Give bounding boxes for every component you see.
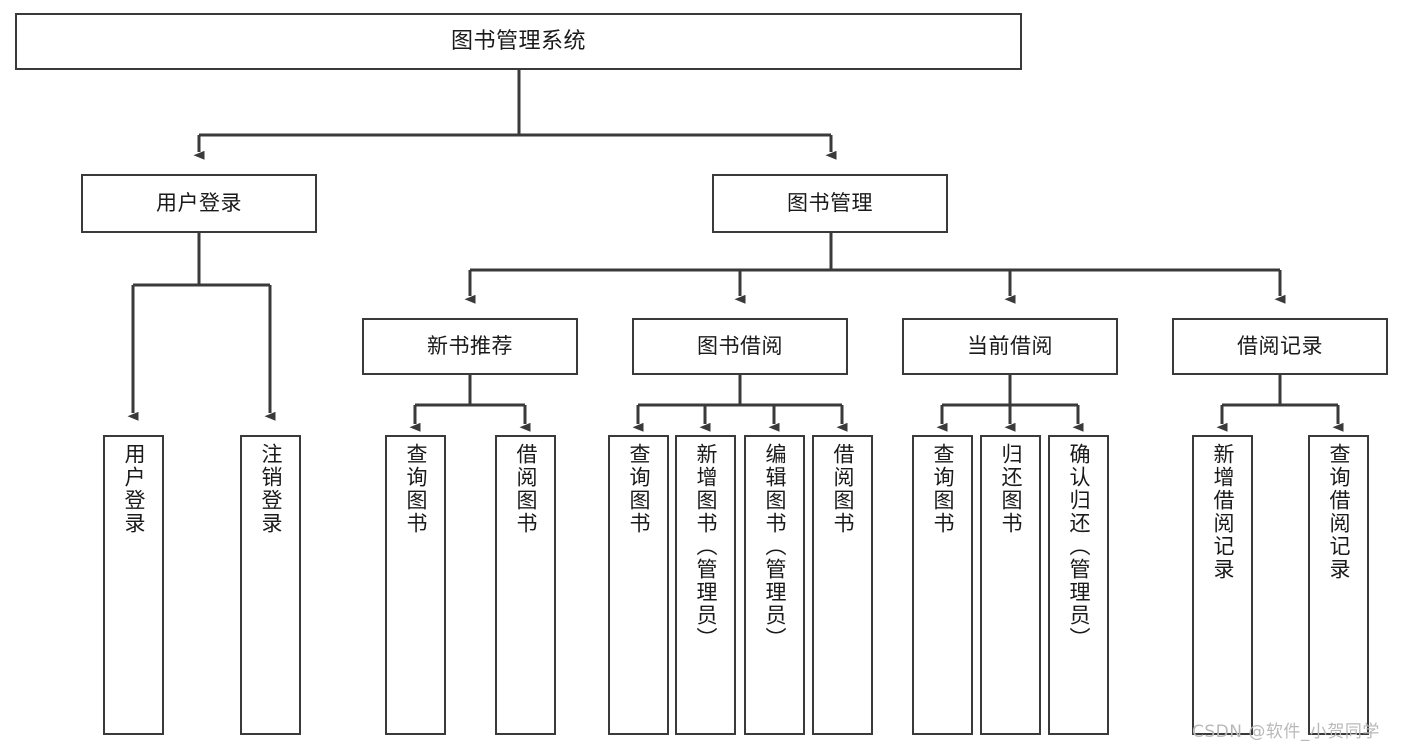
node-current-borrow-label: 当前借阅 [967,334,1053,359]
leaf-borrow-book-2[interactable]: 借阅图书 [812,435,873,735]
node-book-manage-label: 图书管理 [787,191,873,216]
leaf-add-book-admin-label: 新增图书（管理员） [694,443,718,650]
node-book-manage[interactable]: 图书管理 [712,174,948,233]
leaf-add-borrow-record[interactable]: 新增借阅记录 [1192,435,1253,735]
leaf-return-book[interactable]: 归还图书 [980,435,1041,735]
leaf-edit-book-admin-label: 编辑图书（管理员） [763,443,787,650]
leaf-add-book-admin[interactable]: 新增图书（管理员） [675,435,736,735]
node-user-login-label: 用户登录 [156,191,242,216]
node-root[interactable]: 图书管理系统 [15,13,1022,70]
leaf-query-book-3[interactable]: 查询图书 [912,435,973,735]
leaf-borrow-book-1[interactable]: 借阅图书 [495,435,556,735]
leaf-query-book-1-label: 查询图书 [404,443,428,535]
node-borrow-record[interactable]: 借阅记录 [1172,318,1388,375]
leaf-query-book-1[interactable]: 查询图书 [385,435,446,735]
node-book-borrow[interactable]: 图书借阅 [632,318,848,375]
leaf-query-book-2-label: 查询图书 [627,443,651,535]
leaf-query-book-3-label: 查询图书 [931,443,955,535]
node-root-label: 图书管理系统 [450,28,586,54]
leaf-user-login[interactable]: 用户登录 [103,435,164,735]
leaf-add-borrow-record-label: 新增借阅记录 [1211,443,1235,581]
leaf-query-borrow-record-label: 查询借阅记录 [1327,443,1351,581]
node-new-book-recommend[interactable]: 新书推荐 [362,318,578,375]
node-user-login[interactable]: 用户登录 [81,174,317,233]
leaf-logout-login-label: 注销登录 [259,443,283,535]
node-book-borrow-label: 图书借阅 [697,334,783,359]
leaf-query-borrow-record[interactable]: 查询借阅记录 [1308,435,1369,735]
leaf-borrow-book-2-label: 借阅图书 [831,443,855,535]
leaf-user-login-label: 用户登录 [122,443,146,535]
leaf-edit-book-admin[interactable]: 编辑图书（管理员） [744,435,805,735]
leaf-confirm-return-admin[interactable]: 确认归还（管理员） [1048,435,1109,735]
node-new-book-recommend-label: 新书推荐 [427,334,513,359]
leaf-borrow-book-1-label: 借阅图书 [514,443,538,535]
leaf-query-book-2[interactable]: 查询图书 [608,435,669,735]
leaf-return-book-label: 归还图书 [999,443,1023,535]
node-borrow-record-label: 借阅记录 [1237,334,1323,359]
watermark: CSDN @软件_小贺同学 [1192,722,1380,742]
leaf-logout-login[interactable]: 注销登录 [240,435,301,735]
node-current-borrow[interactable]: 当前借阅 [902,318,1118,375]
leaf-confirm-return-admin-label: 确认归还（管理员） [1067,443,1091,650]
